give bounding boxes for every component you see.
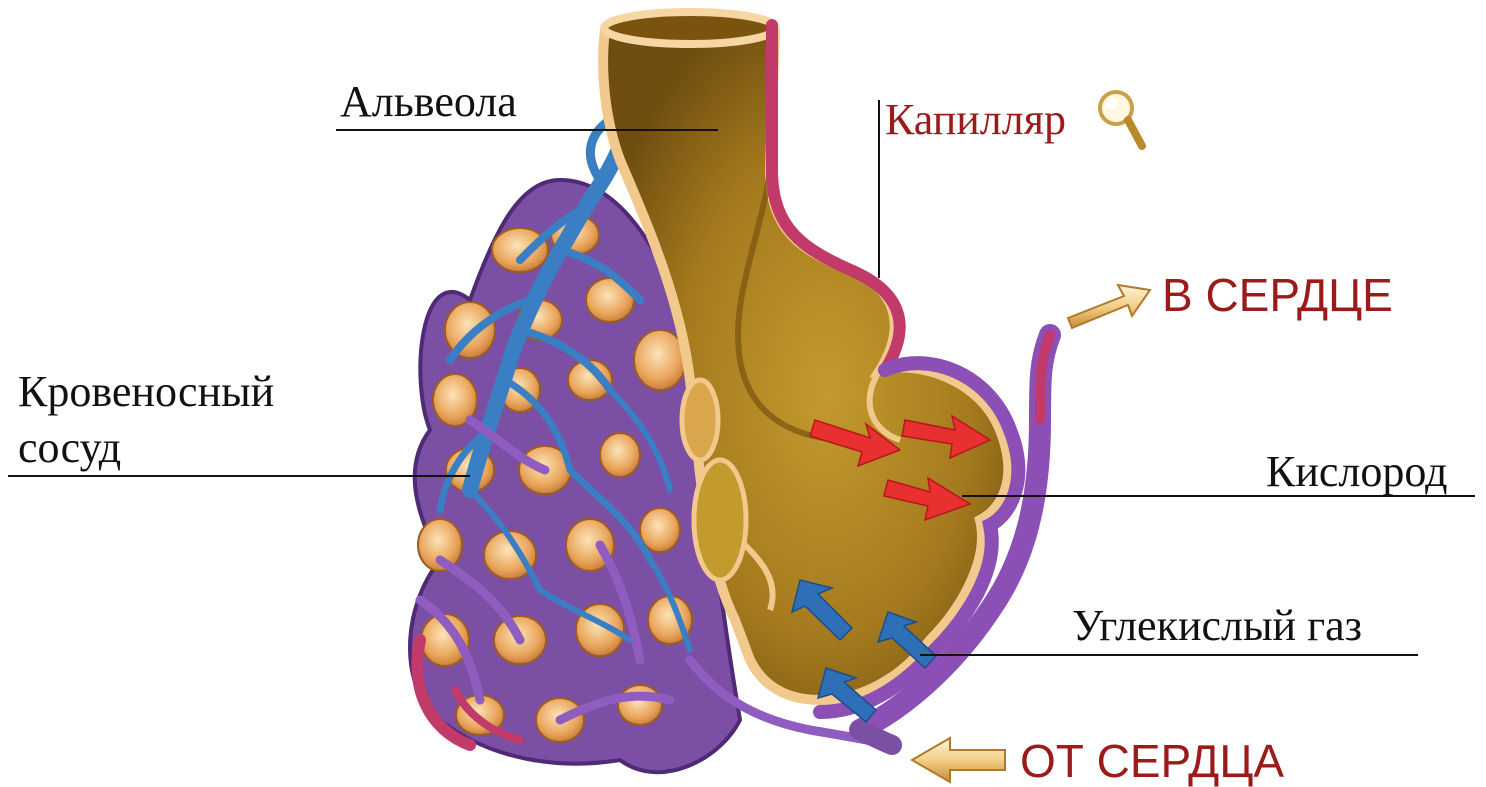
arrow-to-heart-icon bbox=[1068, 285, 1150, 328]
arrow-from-heart-icon bbox=[912, 738, 1005, 782]
label-alveola: Альвеола bbox=[340, 80, 517, 124]
label-co2: Углекислый газ bbox=[1072, 604, 1362, 648]
magnifier-icon bbox=[1100, 92, 1142, 146]
label-vessel-line1: Кровеносный bbox=[18, 370, 274, 414]
label-from-heart: ОТ СЕРДЦА bbox=[1020, 738, 1284, 784]
label-to-heart: В СЕРДЦЕ bbox=[1162, 272, 1393, 318]
label-oxygen: Кислород bbox=[1266, 450, 1448, 494]
label-vessel-line2: сосуд bbox=[18, 426, 121, 470]
label-capillary: Капилляр bbox=[885, 98, 1066, 142]
